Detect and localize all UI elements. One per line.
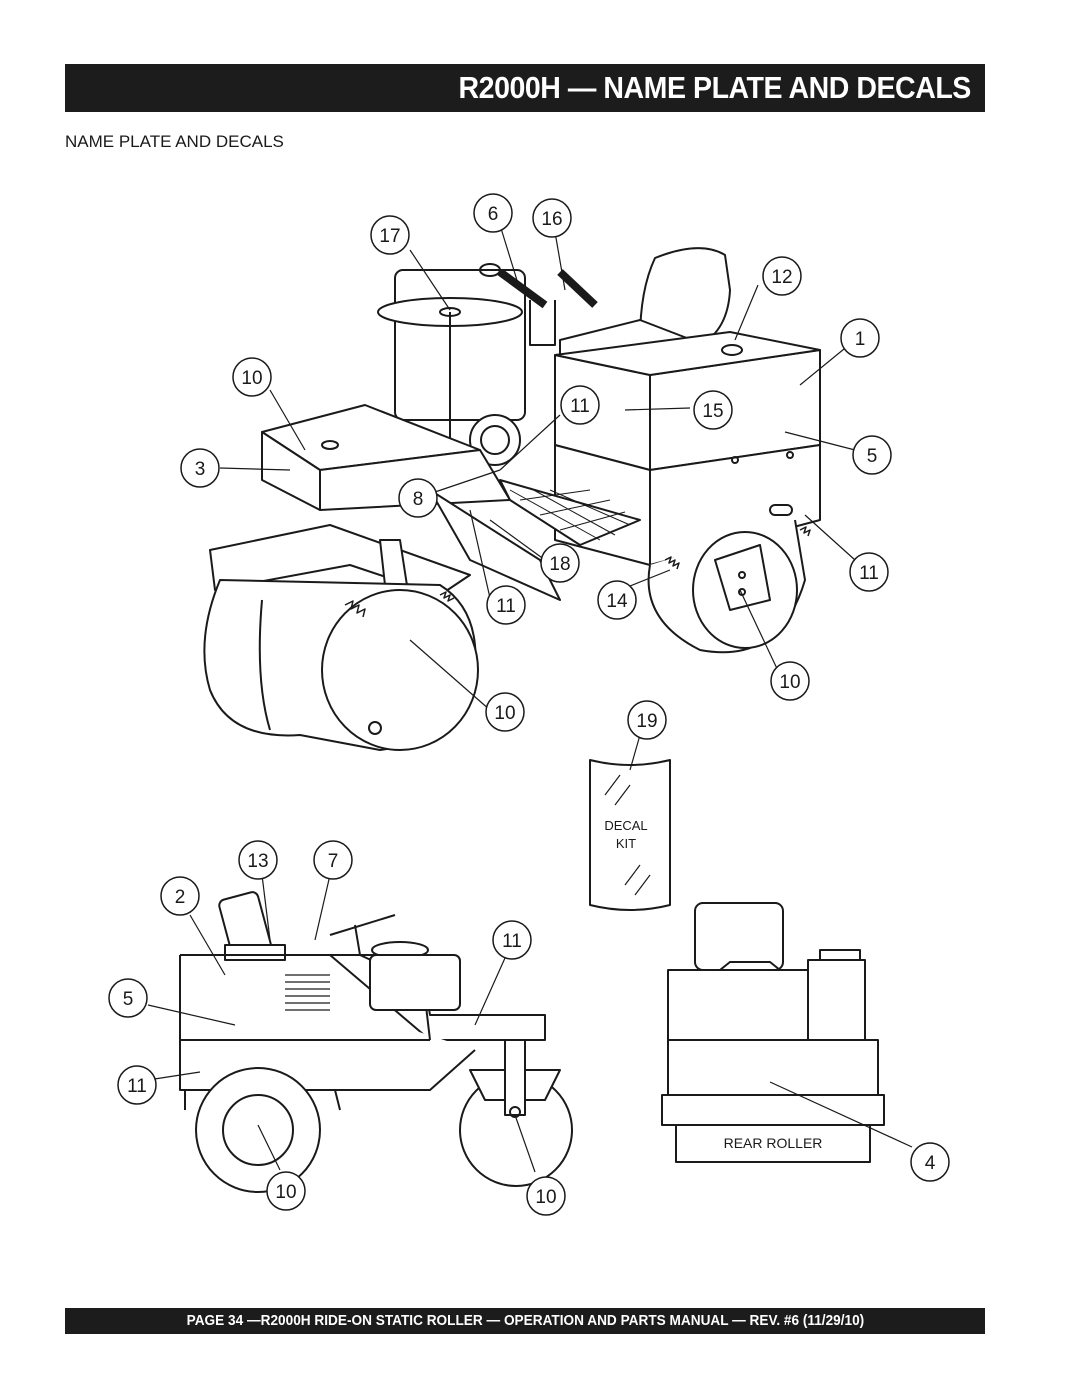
callout-5b-label: 5 <box>123 989 134 1010</box>
page-footer: PAGE 34 —R2000H RIDE-ON STATIC ROLLER — … <box>65 1308 985 1334</box>
callout-19-label: 19 <box>636 711 657 732</box>
callout-11e-label: 11 <box>127 1076 147 1097</box>
callout-13-label: 13 <box>247 851 268 872</box>
callout-5b: 5 <box>108 978 148 1018</box>
callout-19: 19 <box>627 700 667 740</box>
roller-isometric-drawing <box>203 247 821 751</box>
callout-11c-label: 11 <box>859 563 879 584</box>
section-heading: NAME PLATE AND DECALS <box>65 132 284 151</box>
callout-14: 14 <box>597 580 637 620</box>
callout-16-label: 16 <box>541 209 562 230</box>
callout-4-label: 4 <box>925 1153 936 1174</box>
callout-2-label: 2 <box>175 887 186 908</box>
callout-12: 12 <box>762 256 802 296</box>
decal-kit-label-line1: DECAL <box>604 818 647 833</box>
callout-2: 2 <box>160 876 200 916</box>
callout-10c-label: 10 <box>494 703 515 724</box>
callout-14-label: 14 <box>606 591 628 612</box>
callout-10d: 10 <box>266 1171 306 1211</box>
callout-15-label: 15 <box>702 401 723 422</box>
callout-15: 15 <box>693 390 733 430</box>
callout-1-label: 1 <box>855 329 866 350</box>
callout-10e-label: 10 <box>535 1187 556 1208</box>
callout-16: 16 <box>532 198 572 238</box>
callout-11d: 11 <box>492 920 532 960</box>
callout-10b-label: 10 <box>779 672 800 693</box>
callout-6: 6 <box>473 193 513 233</box>
callout-11b: 11 <box>486 585 526 625</box>
callout-12-label: 12 <box>771 267 792 288</box>
callout-3-label: 3 <box>195 459 206 480</box>
callout-11c: 11 <box>849 552 889 592</box>
callout-8: 8 <box>398 478 438 518</box>
callout-18: 18 <box>540 543 580 583</box>
leader-lines-side <box>147 874 536 1173</box>
decal-kit-drawing <box>589 734 671 911</box>
callout-17-label: 17 <box>379 226 400 247</box>
callout-7-label: 7 <box>328 851 339 872</box>
callout-10e: 10 <box>526 1176 566 1216</box>
callout-markers: 17 6 16 12 1 10 11 15 3 5 8 18 11 11 14 … <box>108 193 950 1216</box>
callout-11a: 11 <box>560 385 600 425</box>
callout-5a-label: 5 <box>867 446 878 467</box>
callout-3: 3 <box>180 448 220 488</box>
callout-10a: 10 <box>232 357 272 397</box>
callout-7: 7 <box>313 840 353 880</box>
page-title-bar: R2000H — NAME PLATE AND DECALS <box>65 64 985 112</box>
callout-10c: 10 <box>485 692 525 732</box>
callout-13: 13 <box>238 840 278 880</box>
callout-11a-label: 11 <box>570 396 590 417</box>
callout-1: 1 <box>840 318 880 358</box>
callout-8-label: 8 <box>413 489 424 510</box>
callout-10d-label: 10 <box>275 1182 296 1203</box>
callout-5a: 5 <box>852 435 892 475</box>
rear-roller-label: REAR ROLLER <box>724 1135 823 1151</box>
callout-18-label: 18 <box>549 554 570 575</box>
callout-11b-label: 11 <box>496 596 516 617</box>
callout-10a-label: 10 <box>241 368 262 389</box>
callout-6-label: 6 <box>488 204 499 225</box>
callout-11d-label: 11 <box>502 931 522 952</box>
decal-kit-label-line2: KIT <box>616 836 636 851</box>
callout-4: 4 <box>910 1142 950 1182</box>
footer-text: PAGE 34 —R2000H RIDE-ON STATIC ROLLER — … <box>186 1313 864 1329</box>
callout-10b: 10 <box>770 661 810 701</box>
roller-side-view-drawing <box>179 891 573 1193</box>
page-title: R2000H — NAME PLATE AND DECALS <box>458 70 972 105</box>
rear-roller-view-drawing <box>661 902 913 1163</box>
callout-17: 17 <box>370 215 410 255</box>
callout-11e: 11 <box>117 1065 157 1105</box>
